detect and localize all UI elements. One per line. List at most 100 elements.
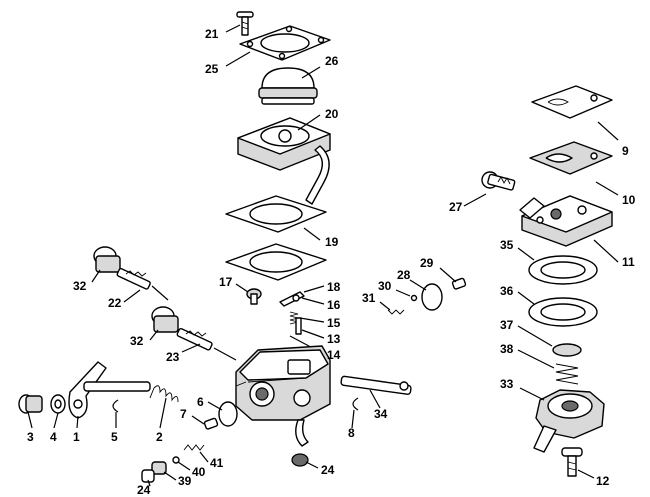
part-7-screw [203, 417, 219, 430]
label-32b: 32 [130, 334, 144, 348]
label-23: 23 [166, 350, 180, 364]
leader-13 [301, 329, 325, 339]
part-27-screw [481, 171, 516, 191]
leader-20 [297, 114, 321, 131]
part-26-primer-bulb [258, 67, 318, 105]
leader-38 [517, 349, 555, 369]
part-31-spring [387, 309, 405, 315]
label-6: 6 [197, 395, 204, 409]
leader-4 [53, 412, 59, 429]
leader-39 [163, 471, 177, 481]
leader-31 [379, 301, 391, 311]
leader-22 [123, 289, 141, 303]
label-27: 27 [449, 200, 463, 214]
part-4-washer [50, 394, 66, 414]
part-38-spring [555, 363, 579, 385]
label-37: 37 [500, 318, 514, 332]
part-24-plug-lower [141, 469, 155, 483]
label-5: 5 [111, 430, 118, 444]
part-39-plug [151, 461, 167, 475]
part-24-filter [291, 453, 309, 467]
leader-37 [517, 325, 553, 347]
leader-21 [225, 24, 241, 33]
leader-7 [191, 415, 205, 425]
leader-33 [519, 387, 545, 401]
carburetor-body [235, 345, 331, 447]
label-35: 35 [500, 238, 514, 252]
label-19: 19 [325, 235, 339, 249]
leader-24a [147, 479, 151, 487]
label-34: 34 [374, 407, 388, 421]
label-11: 11 [622, 255, 635, 269]
part-5-clip [112, 399, 119, 413]
label-20: 20 [325, 107, 339, 121]
label-2: 2 [156, 430, 163, 444]
leader-18 [303, 285, 325, 293]
part-21-screw [236, 11, 254, 36]
part-20-pump-cover [237, 117, 331, 205]
label-8: 8 [348, 426, 355, 440]
leader-28 [409, 279, 427, 291]
label-15: 15 [327, 316, 341, 330]
part-41-spring [183, 444, 205, 451]
leader-41 [199, 451, 209, 463]
label-12: 12 [596, 474, 610, 488]
label-25: 25 [205, 62, 219, 76]
label-31: 31 [362, 291, 376, 305]
label-22: 22 [108, 296, 122, 310]
part-1-choke-shaft [68, 361, 151, 419]
leader-19 [303, 227, 321, 241]
leader-32a [91, 269, 101, 283]
part-40-ball [172, 456, 180, 464]
label-7: 7 [180, 407, 187, 421]
leader-3 [27, 411, 33, 429]
label-18: 18 [327, 280, 341, 294]
label-4: 4 [50, 430, 57, 444]
part-32-limiter-cap-lower [151, 306, 179, 333]
part-36-diaphragm [528, 297, 598, 327]
label-1: 1 [73, 430, 80, 444]
label-21: 21 [205, 27, 219, 41]
part-33-cover [533, 389, 605, 453]
label-13: 13 [327, 332, 341, 346]
leader-16 [301, 297, 325, 305]
part-2-spring [149, 385, 179, 403]
label-28: 28 [397, 268, 411, 282]
label-24b: 24 [321, 463, 335, 477]
label-39: 39 [178, 474, 192, 488]
leader-1 [76, 415, 79, 429]
leader-12 [577, 469, 595, 479]
leader-35 [517, 247, 535, 261]
label-16: 16 [327, 298, 341, 312]
part-28-plate [421, 283, 443, 311]
label-41: 41 [210, 456, 224, 470]
label-33: 33 [500, 377, 514, 391]
label-38: 38 [500, 342, 514, 356]
part-37-cap [552, 343, 582, 357]
part-32-limiter-cap-upper [93, 246, 121, 273]
label-14: 14 [327, 348, 341, 362]
part-6-throttle-plate [218, 401, 238, 427]
part-19-gasket [225, 195, 327, 281]
leader-8 [351, 409, 355, 429]
label-10: 10 [622, 193, 636, 207]
label-36: 36 [500, 284, 514, 298]
part-12-screw [561, 447, 583, 477]
part-23-adjusting-screw [176, 327, 237, 361]
label-26: 26 [325, 54, 339, 68]
label-3: 3 [27, 430, 34, 444]
leader-6 [207, 401, 223, 411]
label-30: 30 [378, 279, 392, 293]
leader-34 [369, 389, 381, 409]
leader-32b [149, 329, 159, 341]
leader-11 [593, 239, 619, 263]
part-25-gasket [239, 25, 331, 61]
leader-2 [159, 397, 167, 429]
leader-36 [517, 291, 535, 305]
leader-27 [463, 193, 487, 207]
part-35-gasket [528, 255, 598, 285]
label-29: 29 [420, 256, 434, 270]
leader-23 [181, 343, 201, 353]
label-24a: 24 [137, 483, 151, 497]
